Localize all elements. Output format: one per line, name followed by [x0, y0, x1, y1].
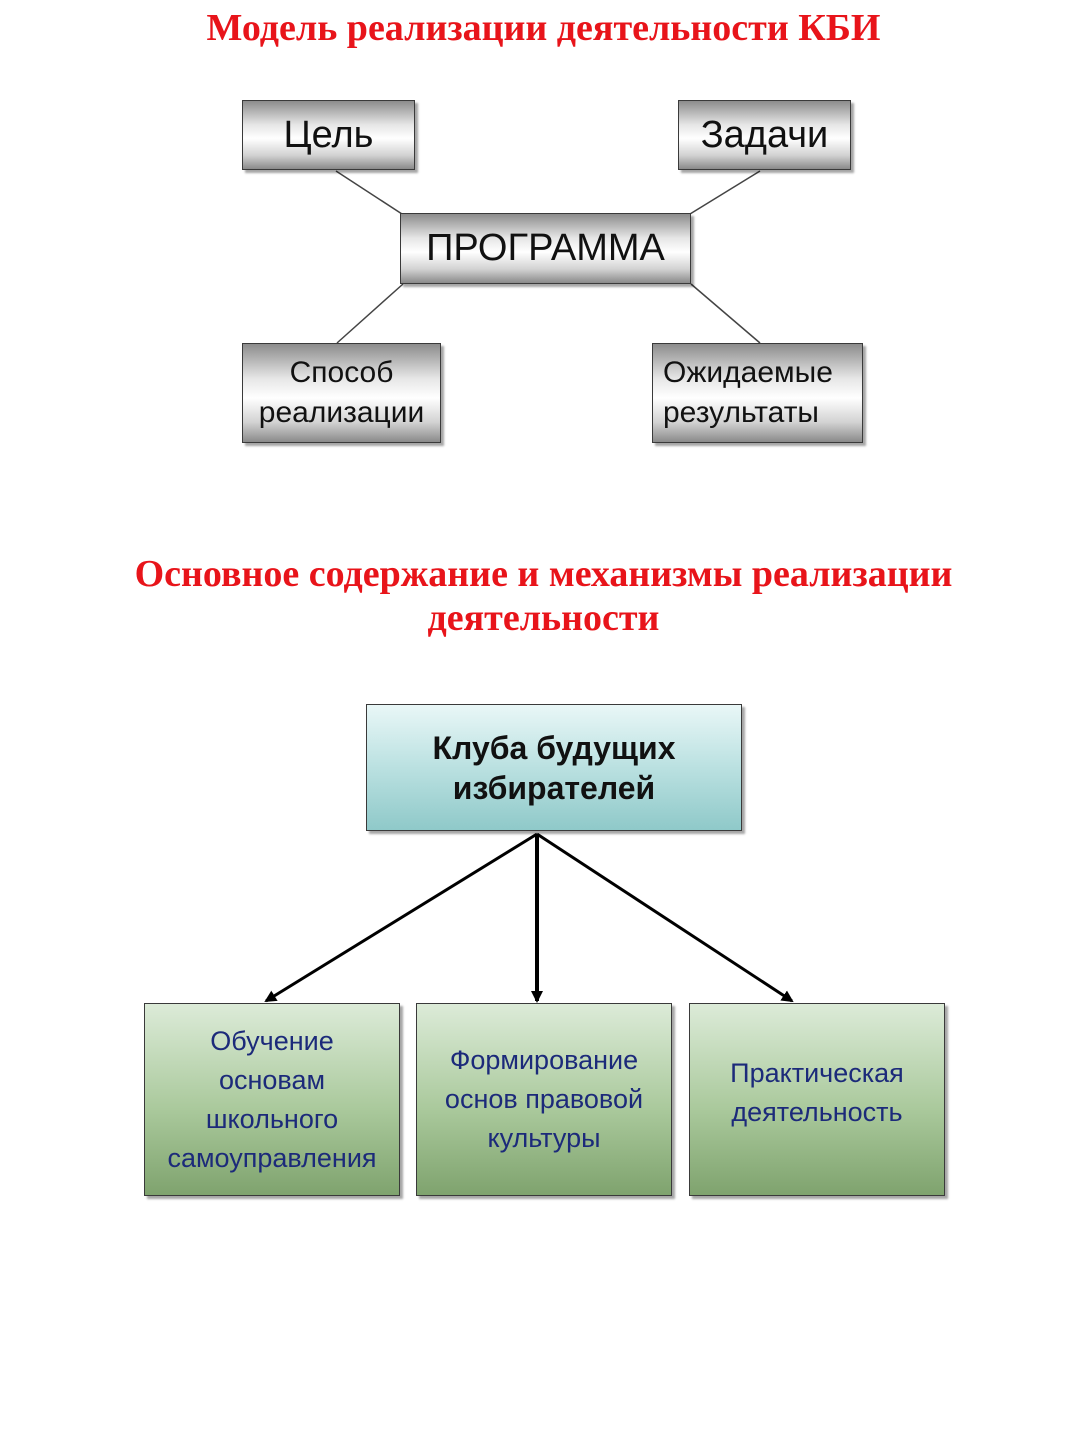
training-label-line-2: основам [218, 1064, 326, 1095]
connector-results-program [690, 283, 761, 344]
training-label-line-1: Обучение [210, 1025, 334, 1056]
club-box: Клуба будущих избирателей [366, 704, 742, 831]
practice-label-line-2: деятельность [731, 1097, 903, 1127]
results-box: Ожидаемые результаты [652, 343, 863, 443]
method-label-line-1: Способ [289, 356, 394, 389]
tasks-box: Задачи [678, 100, 851, 170]
connector-tasks-program [689, 170, 761, 215]
training-label-line-4: самоуправления [167, 1142, 377, 1173]
content-title-line-1: Основное содержание и механизмы реализац… [134, 553, 953, 595]
practice-label-line-1: Практическая [730, 1058, 904, 1088]
practice-box: Практическая деятельность [689, 1003, 945, 1196]
culture-label-line-1: Формирование [449, 1045, 639, 1075]
method-label-line-2: реализации [258, 396, 425, 429]
content-title: Основное содержание и механизмы реализац… [0, 552, 1087, 640]
arrow-to-practice [536, 832, 794, 1003]
club-label-line-2: избирателей [452, 769, 656, 806]
connector-method-program [336, 283, 404, 344]
method-box: Способ реализации [242, 343, 441, 443]
culture-box: Формирование основ правовой культуры [416, 1003, 672, 1196]
arrow-to-training [264, 832, 538, 1003]
results-label-line-2: результаты [663, 396, 819, 429]
model-title: Модель реализации деятельности КБИ [206, 7, 881, 49]
content-title-line-2: деятельности [427, 597, 660, 639]
program-label: ПРОГРАММА [426, 227, 665, 269]
connector-goal-program [335, 170, 403, 215]
goal-box: Цель [242, 100, 415, 170]
tasks-label: Задачи [700, 113, 829, 156]
training-label-line-3: школьного [205, 1103, 339, 1134]
club-label-line-1: Клуба будущих [432, 729, 676, 766]
goal-label: Цель [283, 113, 374, 156]
culture-label-line-2: основ правовой [444, 1084, 644, 1114]
training-box: Обучение основам школьного самоуправлени… [144, 1003, 400, 1196]
culture-label-line-3: культуры [487, 1123, 601, 1153]
program-box: ПРОГРАММА [400, 213, 691, 284]
results-label-line-1: Ожидаемые [663, 356, 833, 389]
